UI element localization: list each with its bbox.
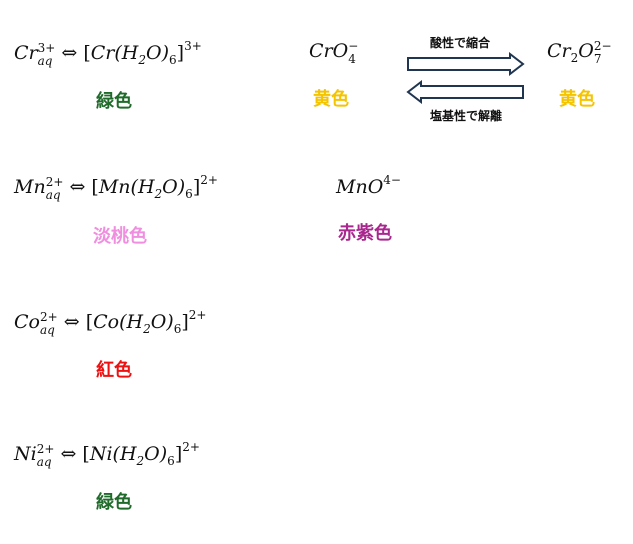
dichromate-charge: 2− (593, 39, 612, 53)
chromium-bracket-close: ] (176, 42, 185, 64)
cobalt-ligand-h-sub: 2 (143, 322, 151, 336)
nickel-ligand-h-sub: 2 (136, 454, 145, 468)
cobalt-ligand-o: O) (150, 311, 174, 333)
manganese-ligand-h: (H (130, 176, 155, 198)
chromium-color-label: 緑色 (96, 91, 132, 112)
nickel-ligand-h: (H (112, 443, 137, 465)
cobalt-complex-metal: Co (93, 311, 120, 333)
chromate-scripts: −4 (348, 40, 358, 65)
cobalt-bracket-close: ] (181, 311, 189, 333)
chromate-color-label: 黄色 (313, 89, 349, 110)
permanganate-formula: MnO4− (336, 174, 401, 197)
right-arrow-icon (407, 52, 525, 76)
cobalt-ion-symbol: Co (14, 311, 40, 333)
chromium-complex-metal: Cr (90, 42, 115, 64)
manganese-ion-sub: aq (45, 188, 61, 202)
chromium-ion-sub: aq (37, 54, 53, 68)
chromium-ligand-o: O) (146, 42, 170, 64)
dichromate-scripts: 2−7 (594, 40, 612, 65)
chromium-ligand-h-sub: 2 (138, 53, 147, 67)
dichromate-cr-sub: 2 (570, 51, 579, 65)
cobalt-ligand-h: (H (119, 311, 144, 333)
manganese-equiv-symbol: ⇔ (69, 176, 86, 198)
chromate-formula: CrO−4 (309, 40, 358, 65)
nickel-ion-sub: aq (36, 455, 52, 469)
chromate-charge: − (348, 39, 359, 53)
manganese-bracket-close: ] (192, 176, 201, 198)
dichromate-color-label: 黄色 (559, 89, 595, 110)
permanganate-symbol: MnO (336, 176, 384, 198)
chromium-ligand-count: 6 (169, 53, 177, 67)
manganese-complex-charge: 2+ (200, 173, 218, 187)
cobalt-ion-charge: 2+ (39, 310, 58, 324)
chromate-sub: 4 (348, 52, 356, 66)
manganese-ion-symbol: Mn (14, 176, 46, 198)
nickel-ion-scripts: 2+aq (37, 443, 55, 468)
manganese-ligand-o: O) (162, 176, 186, 198)
dichromate-cr: Cr (547, 40, 571, 62)
manganese-complex-metal: Mn (98, 176, 131, 198)
dichromate-o: O (578, 40, 594, 62)
manganese-ligand-h-sub: 2 (154, 187, 163, 201)
nickel-bracket-open: [ (82, 443, 90, 465)
nickel-ion-symbol: Ni (14, 443, 37, 465)
chromium-ion-symbol: Cr (14, 42, 38, 64)
basic-dissociation-label: 塩基性で解離 (430, 109, 503, 123)
chromium-ligand-h: (H (114, 42, 139, 64)
acidic-condensation-label: 酸性で縮合 (430, 36, 491, 50)
nickel-complex-metal: Ni (89, 443, 113, 465)
cobalt-ion-sub: aq (39, 323, 55, 337)
chromium-bracket-open: [ (83, 42, 91, 64)
cobalt-color-label: 紅色 (96, 360, 132, 381)
chromium-complex-charge: 3+ (184, 39, 202, 53)
manganese-ion-charge: 2+ (45, 175, 64, 189)
manganese-ligand-count: 6 (185, 187, 193, 201)
permanganate-color-label: 赤紫色 (338, 223, 392, 244)
cobalt-equiv-symbol: ⇔ (63, 311, 80, 333)
chromium-equiv-symbol: ⇔ (61, 42, 78, 64)
cobalt-bracket-open: [ (85, 311, 94, 333)
nickel-bracket-close: ] (174, 443, 183, 465)
permanganate-charge: 4− (383, 173, 401, 187)
nickel-ion-charge: 2+ (36, 442, 55, 456)
dichromate-o-sub: 7 (593, 52, 602, 66)
cobalt-complex-charge: 2+ (188, 308, 207, 322)
nickel-complex-charge: 2+ (182, 440, 200, 454)
nickel-ligand-o: O) (144, 443, 168, 465)
manganese-color-label: 淡桃色 (93, 226, 147, 247)
manganese-ion-scripts: 2+aq (46, 176, 64, 201)
chromate-symbol: CrO (309, 40, 349, 62)
nickel-color-label: 緑色 (96, 492, 132, 513)
chromium-ion-charge: 3+ (37, 41, 56, 55)
nickel-equiv-symbol: ⇔ (60, 443, 77, 465)
cobalt-ion-scripts: 2+aq (40, 311, 58, 336)
chromium-ion-scripts: 3+aq (38, 42, 56, 67)
nickel-ligand-count: 6 (167, 454, 175, 468)
manganese-bracket-open: [ (91, 176, 99, 198)
cobalt-ligand-count: 6 (173, 322, 182, 336)
left-arrow-icon (406, 80, 524, 104)
